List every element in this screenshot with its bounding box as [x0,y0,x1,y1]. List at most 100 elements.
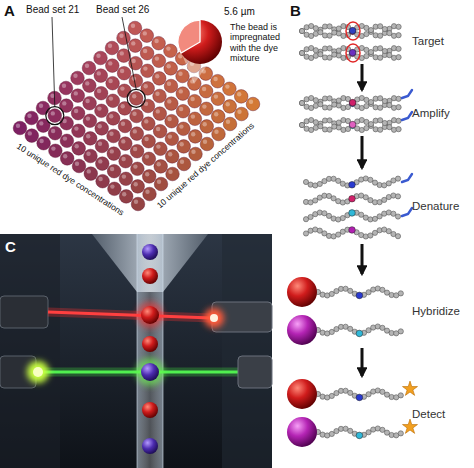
bead-body [142,170,156,184]
bead-highlight [143,31,147,35]
nucleotide [341,55,346,60]
capillary-edge [163,234,164,468]
bead-body [106,76,120,90]
reporter-label [402,381,417,395]
bead-body [94,86,108,100]
bead-highlight [131,41,135,45]
marked-base [349,99,356,106]
capillary [137,234,163,468]
nucleotide [398,393,403,398]
bead-body [131,180,145,194]
bead-body [188,94,202,108]
nucleotide [378,33,383,38]
dna-strand [299,23,401,38]
nucleotide [341,118,346,123]
nucleotide [378,118,383,123]
nucleotide [395,176,400,181]
dye-bead [117,66,131,80]
bead-highlight [167,117,171,121]
dye-bead [234,90,248,104]
nucleotide [303,231,308,236]
dye-bead [71,89,85,103]
bead-highlight [168,134,172,138]
bead-highlight [85,64,89,68]
nucleotide [368,27,373,32]
dye-bead [140,46,154,60]
dye-bead [36,101,50,115]
nucleotide [368,121,373,126]
nucleotide [299,100,304,105]
dye-bead [94,69,108,83]
bead-highlight [109,132,113,136]
bead-body [95,122,109,136]
dye-bead [142,152,156,166]
dye-bead [164,79,178,93]
bead-body [106,112,120,126]
bead-body [82,61,96,75]
bead-highlight [155,56,159,60]
nucleotide [318,52,323,57]
dye-bead [84,149,98,163]
bead-highlight [132,112,136,116]
dye-bead [106,76,120,90]
bead-body [188,130,202,144]
nucleotide [387,53,392,58]
nucleotide [382,48,387,53]
bead-body [141,99,155,113]
dna-strand [299,95,401,110]
nucleotide [331,196,336,201]
bead-body [200,137,214,151]
bead-body [129,39,143,53]
bead-body [223,117,237,131]
bead-body [141,64,155,78]
bead-highlight [97,106,101,110]
dye-bead [83,96,97,110]
bead-body [107,129,121,143]
bead-highlight [156,127,160,131]
nucleotide [299,28,304,33]
nucleotide [378,55,383,60]
bead-highlight [179,124,183,128]
nucleotide [336,232,341,237]
nucleotide [378,24,383,29]
dye-bead [83,79,97,93]
bead-highlight [202,87,206,91]
bead-highlight [143,66,147,70]
nucleotide [350,50,355,55]
dye-bead [189,147,203,161]
bead-array [13,17,260,211]
bead-body [165,132,179,146]
dye-bead [177,157,191,171]
bead-body [164,79,178,93]
marked-base [349,210,356,217]
nucleotide [332,30,337,35]
dye-bead [165,114,179,128]
panel-background [0,234,272,468]
nucleotide [348,288,353,293]
dye-bead [129,39,143,53]
bead-body [95,104,109,118]
bead-body [152,54,166,68]
nucleotide [366,290,371,295]
nucleotide [363,234,368,239]
bead-body [140,46,154,60]
dye-bead [165,132,179,146]
bead-highlight [134,182,138,186]
dye-bead [119,172,133,186]
bead-highlight [74,126,78,130]
bead-highlight [145,172,149,176]
step-label: Denature [412,200,459,212]
dye-bead [153,89,167,103]
nucleotide [382,26,387,31]
bead-highlight [168,152,172,156]
dye-bead [107,147,121,161]
dye-bead [106,94,120,108]
assay-step: Denature [284,168,470,244]
bead-body [107,164,121,178]
nucleotide [348,390,353,395]
bead [142,268,158,284]
bead-highlight [131,24,135,28]
dye-bead [152,36,166,50]
bead-highlight [121,104,125,108]
bead-highlight [108,79,112,83]
